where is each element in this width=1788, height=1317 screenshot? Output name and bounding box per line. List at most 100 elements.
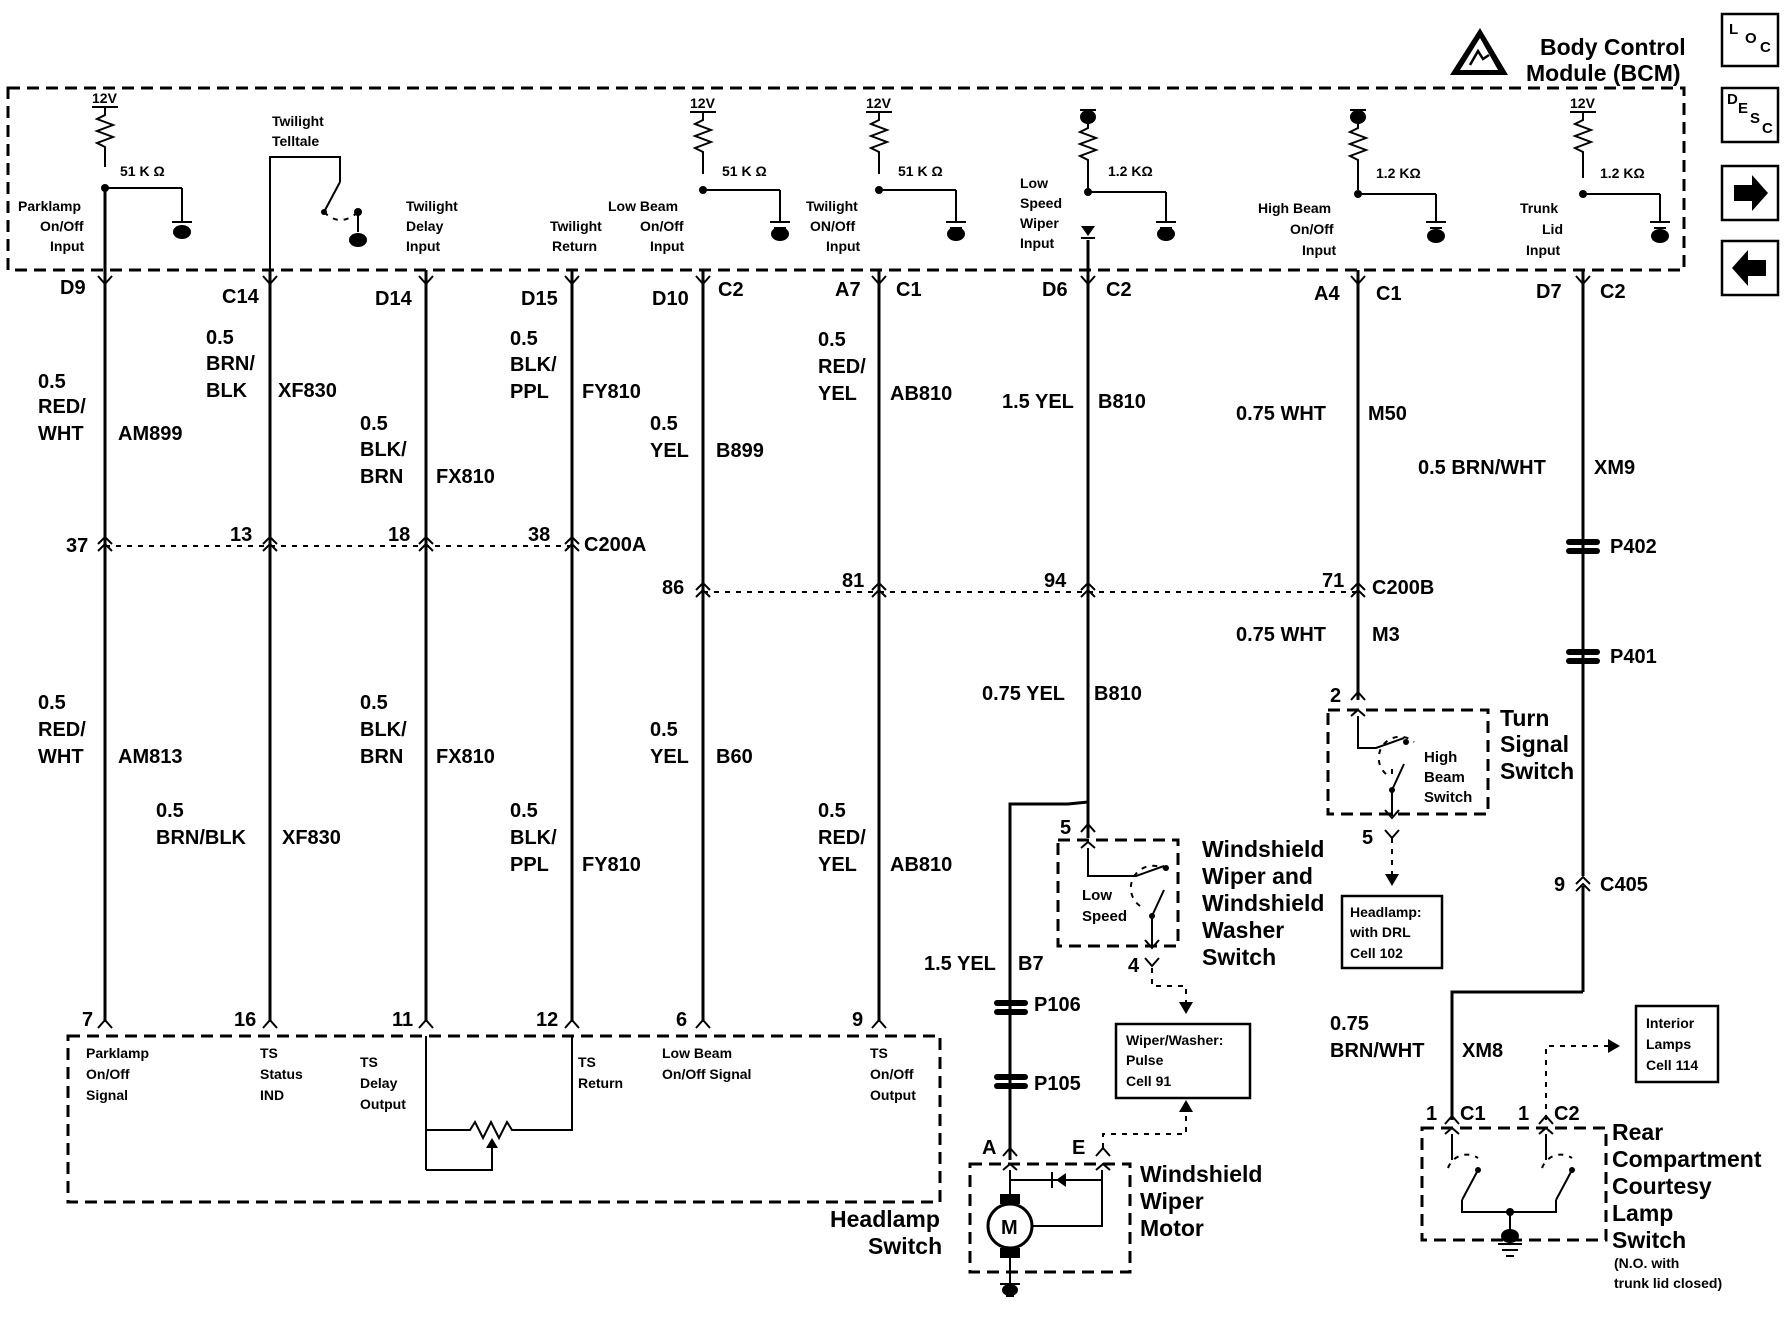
bcm-highbeam-circuit: 1.2 KΩ High Beam On/Off Input [1258,109,1446,258]
r12-3: 1.2 KΩ [1600,165,1645,181]
hl-tsr-1: TS [578,1054,596,1070]
lw3-gauge: 0.5 [360,692,388,714]
hl-pin11: 11 [392,1009,413,1031]
twonoff-3: Input [826,238,861,254]
wm-pin-e: E [1072,1137,1085,1159]
c200a-name: C200A [584,534,646,556]
rs-c2: C2 [1554,1103,1580,1125]
ts-name-1: Turn [1500,705,1549,731]
arrow-left-icon [1732,250,1766,286]
c200b-pin81: 81 [842,570,864,592]
turn-signal-switch: 2 High Beam Switch Turn Signal Switch 5 [1326,685,1574,886]
lw10-label1: 0.75 [1330,1013,1369,1035]
forward-button[interactable] [1720,164,1780,222]
hl-pin6: 6 [676,1009,687,1031]
hl-name-2: Switch [868,1233,942,1259]
intref-3: Cell 114 [1646,1057,1698,1073]
lw1-color1: RED/ [38,719,86,741]
location-button[interactable]: L O C [1720,12,1780,68]
ws-name-2: Wiper and [1202,863,1313,889]
rs-pin2: 1 [1518,1103,1529,1125]
c200b-pin71: 71 [1322,570,1344,592]
wiper-pulse-ref: Wiper/Washer: Pulse Cell 91 [1114,1022,1252,1100]
hl-lb-1: Low Beam [662,1045,732,1061]
r51-label: 51 K Ω [120,163,165,179]
lw5-gauge: 0.5 [650,719,678,741]
wm-name-2: Wiper [1140,1188,1204,1214]
ts-pin2: 2 [1330,685,1341,707]
rs-name-5: Switch [1612,1227,1686,1253]
p401-label: P401 [1610,646,1657,668]
intref-1: Interior [1646,1015,1695,1031]
w2-gauge: 0.5 [206,327,234,349]
ts-pin5: 5 [1362,827,1373,849]
w3-gauge: 0.5 [360,413,388,435]
lw3-color2: BRN [360,746,403,768]
lw6-gauge: 0.5 [818,800,846,822]
lw8-label: 0.75 WHT [1236,624,1326,646]
hl-tss-1: TS [260,1045,278,1061]
lw2-circuit: XF830 [282,827,341,849]
wm-motor-m: M [1001,1217,1018,1239]
w8-label: 0.75 WHT [1236,403,1326,425]
w4-gauge: 0.5 [510,328,538,350]
parklamp-input-2: On/Off [40,218,84,234]
ws-pin5: 5 [1060,817,1071,839]
telltale-label-2: Telltale [272,133,319,149]
ws-name-1: Windshield [1202,836,1324,862]
wm-name-3: Motor [1140,1215,1204,1241]
highbeam-2: On/Off [1290,221,1334,237]
description-button[interactable]: D E S C [1720,86,1780,144]
c405-name: C405 [1600,874,1648,896]
ts-inner-1: High [1424,749,1457,766]
lw10-circuit: XM8 [1462,1040,1503,1062]
connector-p105: P105 [994,1073,1081,1095]
r51-2: 51 K Ω [722,163,767,179]
esd-warning-icon [1450,28,1508,75]
rs-name-1: Rear [1612,1119,1663,1145]
w4-color1: BLK/ [510,354,557,376]
w3-color2: BRN [360,466,403,488]
w2-color2: BLK [206,380,248,402]
lowbeam-3: Input [650,238,685,254]
w5-color1: YEL [650,440,689,462]
loc-o: O [1745,30,1757,47]
rs-note-1: (N.O. with [1614,1255,1679,1271]
desc-e: E [1738,100,1748,117]
wpref-3: Cell 91 [1126,1073,1171,1089]
lw1-circuit: AM813 [118,746,182,768]
r12-2: 1.2 KΩ [1376,165,1421,181]
w1-color1: RED/ [38,396,86,418]
w6-color1: RED/ [818,356,866,378]
lw3-circuit: FX810 [436,746,495,768]
hlref-2: with DRL [1349,924,1411,940]
pin-c1-b: C1 [1376,283,1402,305]
hl-pin7: 7 [82,1009,93,1031]
back-button[interactable] [1720,239,1780,297]
pin-c14: C14 [222,286,260,308]
c200b-name: C200B [1372,577,1434,599]
trunk-1: Trunk [1520,200,1558,216]
hl-tss-3: IND [260,1087,284,1103]
lw4-circuit: FY810 [582,854,641,876]
w5-circuit: B899 [716,440,764,462]
w9-circuit: XM9 [1594,457,1635,479]
c200b-pin94: 94 [1044,570,1067,592]
w6-gauge: 0.5 [818,329,846,351]
rs-note-2: trunk lid closed) [1614,1275,1722,1291]
pin-a4: A4 [1314,283,1340,305]
twonoff-2: ON/Off [810,218,855,234]
twreturn-2: Return [552,238,597,254]
w2-color1: BRN/ [206,353,255,375]
w1-color2: WHT [38,423,84,445]
lw6-color2: YEL [818,854,857,876]
w6-circuit: AB810 [890,383,952,405]
ws-name-5: Switch [1202,944,1276,970]
hl-tss-2: Status [260,1066,303,1082]
lw7b-label: 1.5 YEL [924,953,996,975]
pin-d14: D14 [375,288,413,310]
headlamp-switch: 7 16 11 12 6 9 Parklamp On/Off Signal TS… [66,1009,942,1259]
pin-c1-a: C1 [896,279,922,301]
connector-c200b: 86 81 94 71 C200B [662,570,1434,599]
